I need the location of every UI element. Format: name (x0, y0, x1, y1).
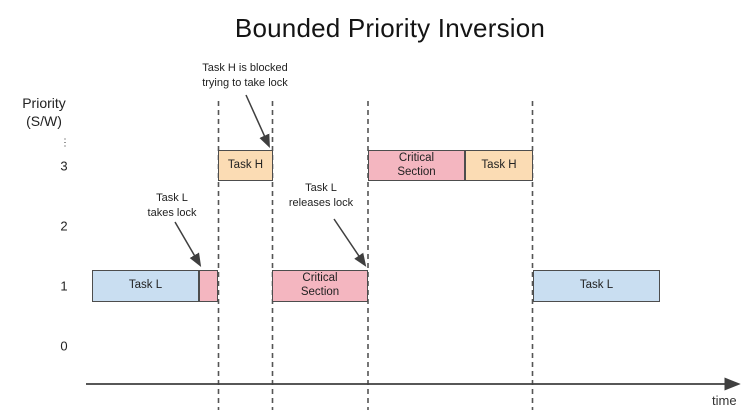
y-tick-0: 0 (60, 338, 68, 354)
task-l-bar-2: Task L (533, 270, 660, 302)
task-h-bar-1: Task H (218, 150, 273, 181)
annotation-task-h-blocked-arrow (245, 94, 270, 149)
critical-section-bar-high: Critical Section (368, 150, 465, 181)
task-h-bar-2: Task H (465, 150, 533, 181)
lock-held-segment (199, 270, 218, 302)
annotation-task-l-releases-lock-arrow (333, 218, 367, 267)
annotation-task-h-blocked: Task H is blocked trying to take lock (202, 62, 288, 89)
y-tick-1: 1 (60, 278, 68, 294)
y-tick-2: 2 (60, 218, 68, 234)
task-l-bar-1: Task L (92, 270, 199, 302)
critical-section-bar-low: Critical Section (272, 270, 368, 302)
annotation-task-l-takes-lock: Task L takes lock (147, 192, 197, 219)
y-axis-label: Priority (S/W) (22, 95, 66, 130)
annotation-task-l-takes-lock-arrow (174, 221, 202, 267)
diagram-title: Bounded Priority Inversion (234, 13, 546, 43)
x-axis-time-label: time (712, 393, 737, 408)
y-tick-3: 3 (60, 158, 68, 174)
annotation-task-l-releases-lock: Task L releases lock (288, 182, 354, 209)
y-axis-ellipsis: ⋮ (60, 137, 70, 149)
